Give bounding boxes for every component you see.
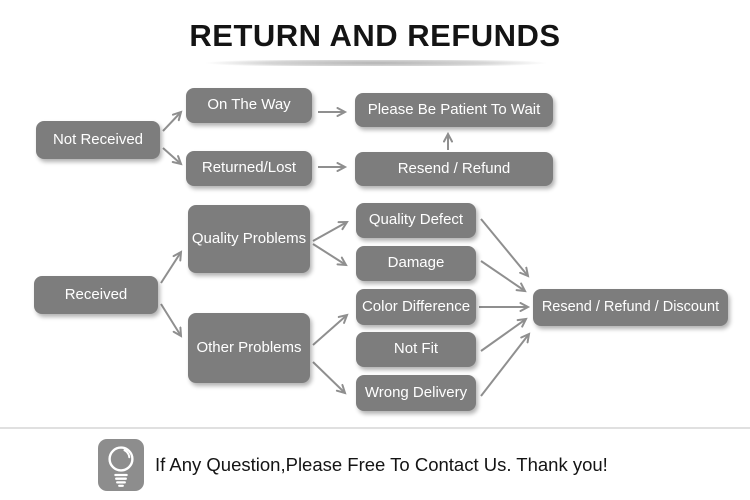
arrow-other-problems-to-color-difference	[312, 313, 349, 346]
footer-message: If Any Question,Please Free To Contact U…	[155, 454, 608, 475]
node-quality-defect: Quality Defect	[356, 203, 476, 238]
node-wrong-delivery: Wrong Delivery	[356, 375, 476, 411]
arrow-other-problems-to-wrong-delivery	[312, 361, 347, 395]
arrow-not-received-to-returned-lost	[162, 147, 183, 166]
arrow-not-fit-to-final	[480, 317, 528, 352]
node-quality-problems: Quality Problems	[188, 205, 310, 273]
node-damage: Damage	[356, 246, 476, 281]
arrow-received-to-quality-problems	[160, 250, 183, 284]
page-title: RETURN AND REFUNDS	[189, 18, 561, 53]
node-please-wait: Please Be Patient To Wait	[355, 93, 553, 127]
node-not-received: Not Received	[36, 121, 160, 159]
node-returned-lost: Returned/Lost	[186, 151, 312, 186]
lightbulb-icon	[98, 439, 144, 491]
footer: If Any Question,Please Free To Contact U…	[98, 438, 608, 492]
node-resend-refund-discount: Resend / Refund / Discount	[533, 289, 728, 326]
node-received: Received	[34, 276, 158, 314]
node-other-problems: Other Problems	[188, 313, 310, 383]
title-underline	[162, 60, 590, 66]
arrow-received-to-other-problems	[160, 303, 183, 338]
node-not-fit: Not Fit	[356, 332, 476, 367]
node-on-the-way: On The Way	[186, 88, 312, 123]
arrow-quality-problems-to-damage	[312, 243, 348, 267]
arrow-quality-problems-to-quality-defect	[312, 220, 349, 242]
footer-separator	[0, 427, 750, 429]
arrow-not-received-to-on-the-way	[162, 110, 183, 132]
node-resend-refund: Resend / Refund	[355, 152, 553, 186]
node-color-difference: Color Difference	[356, 289, 476, 325]
arrow-quality-defect-to-final	[480, 218, 530, 278]
arrow-damage-to-final	[480, 260, 527, 293]
arrow-wrong-delivery-to-final	[480, 332, 531, 397]
